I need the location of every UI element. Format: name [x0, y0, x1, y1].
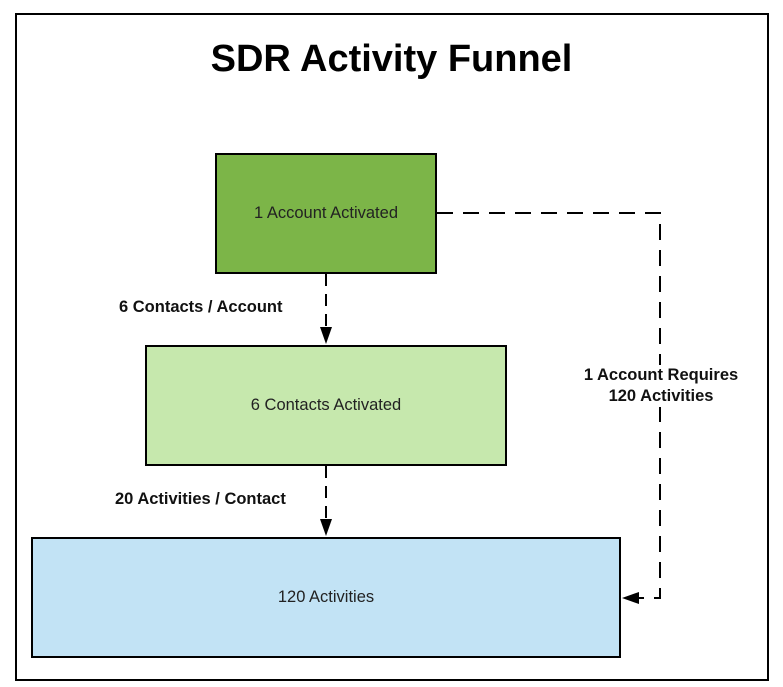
outer-border	[15, 13, 769, 681]
edge-account-activities	[437, 212, 661, 599]
edge-label-activities-per-contact: 20 Activities / Contact	[115, 490, 286, 508]
diagram-title: SDR Activity Funnel	[210, 38, 573, 80]
edge-label-line-2: 120 Activities	[608, 387, 714, 405]
node-account-activated: 1 Account Activated	[215, 153, 437, 274]
node-contacts-activated: 6 Contacts Activated	[145, 345, 507, 466]
node-label: 6 Contacts Activated	[250, 396, 402, 414]
node-activities: 120 Activities	[31, 537, 621, 658]
node-label: 120 Activities	[277, 588, 375, 606]
edge-label-contacts-per-account: 6 Contacts / Account	[119, 298, 283, 316]
edge-label-account-requires: 1 Account Requires 120 Activities	[571, 365, 751, 407]
arrowhead-contacts-activities	[320, 519, 332, 536]
node-label: 1 Account Activated	[253, 204, 398, 222]
arrowhead-account-contacts	[320, 327, 332, 344]
arrowhead-account-activities	[622, 592, 639, 604]
edge-label-line-1: 1 Account Requires	[583, 366, 739, 384]
